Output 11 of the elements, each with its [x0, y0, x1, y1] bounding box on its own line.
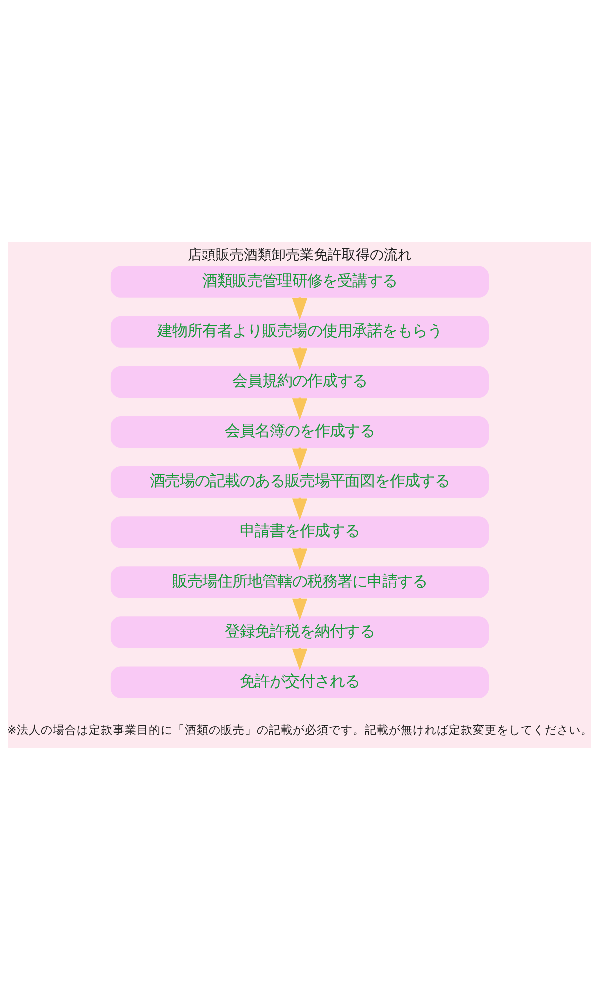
node-box: 酒類販売管理研修を受講する	[110, 266, 490, 298]
node-box: 登録免許税を納付する	[110, 616, 490, 648]
node-box: 申請書を作成する	[110, 516, 490, 548]
node-box: 建物所有者より販売場の使用承諾をもらう	[110, 316, 490, 348]
diagram-title: 店頭販売酒類卸売業免許取得の流れ	[188, 247, 412, 264]
node-box: 会員名簿のを作成する	[110, 416, 490, 448]
node-box: 会員規約の作成する	[110, 366, 490, 398]
node-box: 販売場住所地管轄の税務署に申請する	[110, 566, 490, 598]
node-box: 酒売場の記載のある販売場平面図を作成する	[110, 466, 490, 498]
node-box: 免許が交付される	[110, 666, 490, 698]
caption: ※法人の場合は定款事業目的に「酒類の販売」の記載が必須です。記載が無ければ定款変更をしてください。	[7, 722, 593, 737]
